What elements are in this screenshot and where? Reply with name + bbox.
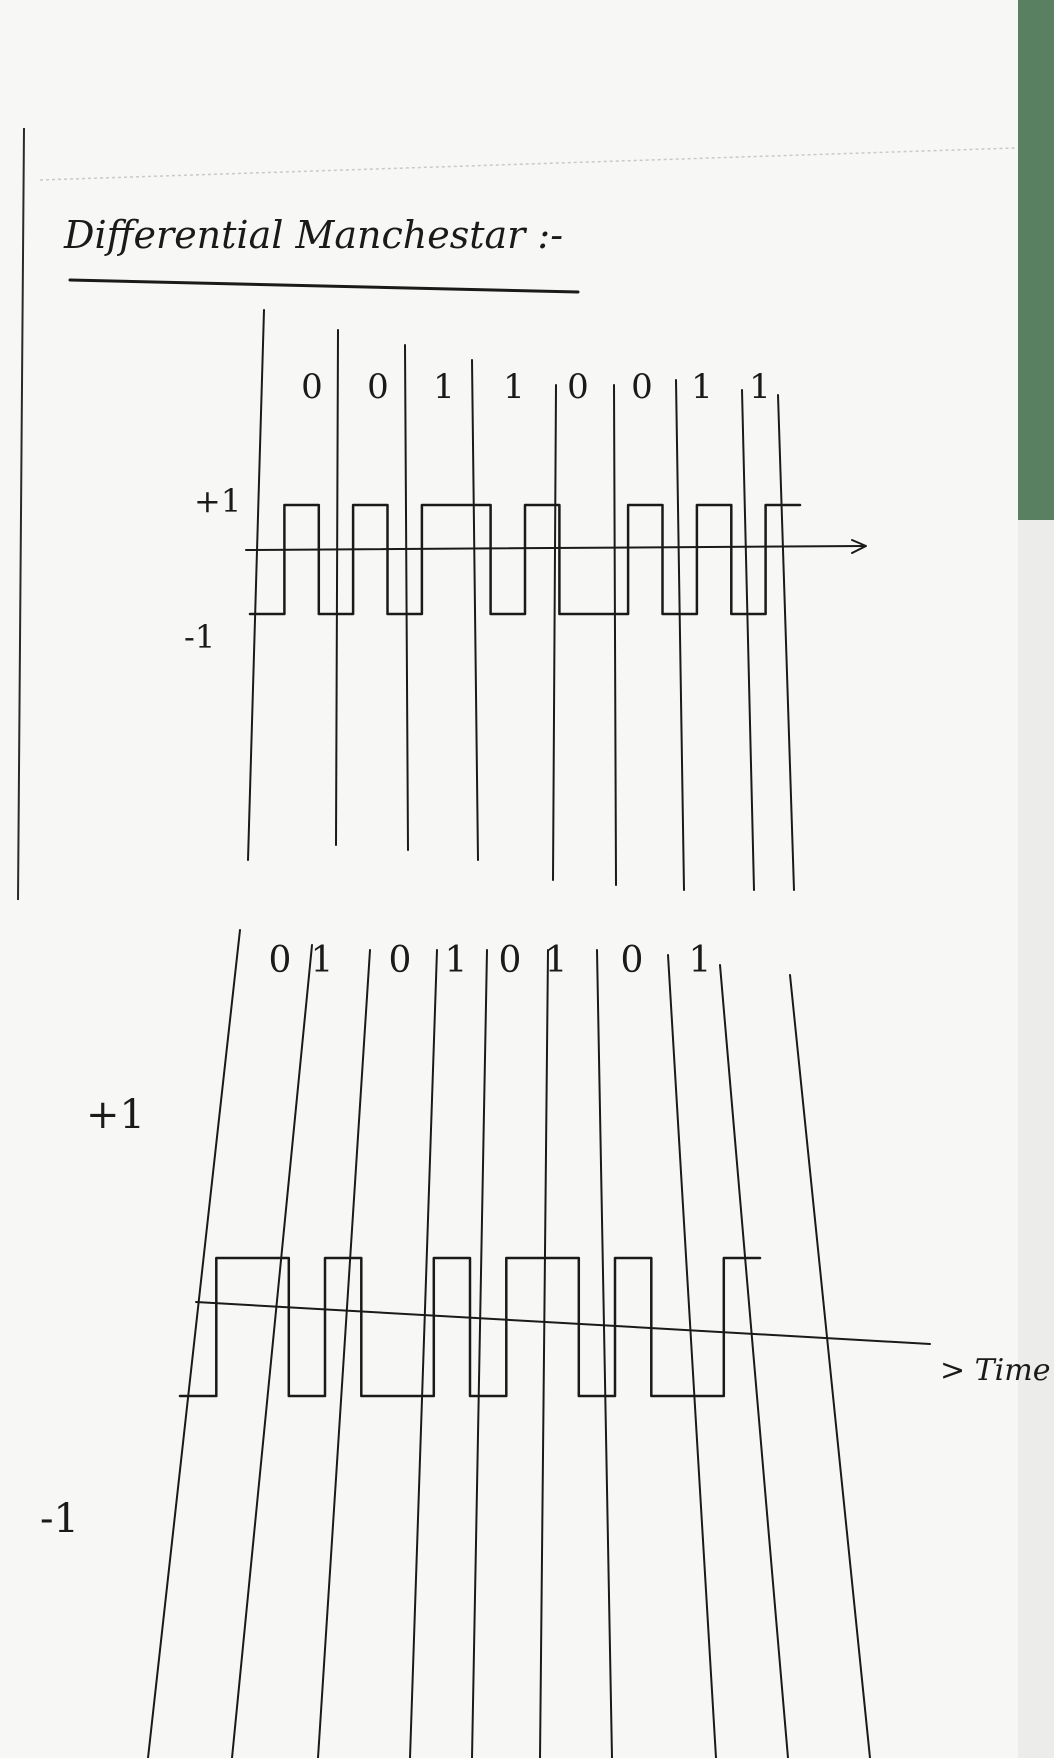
bottom-bit-boundary-line [596,949,613,1758]
title-underline [68,278,580,294]
bottom-bit-label: 0 [269,940,292,981]
top-bit-label: 0 [301,367,323,407]
bottom-bit-boundary-line [539,949,549,1758]
top-bit-boundary-line [552,384,557,881]
top-bit-boundary-line [777,394,795,891]
top-bit-boundary-line [247,309,265,861]
bottom-bit-boundary-line [147,929,241,1758]
top-bit-label: 1 [503,367,525,407]
bottom-bit-label: 1 [445,940,468,981]
top-axis-arrow-icon [851,539,867,554]
bottom-bit-boundary-line [231,944,313,1758]
top-signal-waveform [248,503,802,616]
top-bit-boundary-line [335,329,339,846]
bottom-bit-label: 0 [389,940,412,981]
bottom-bit-label: 0 [499,940,522,981]
top-y-minus-label: -1 [184,618,215,656]
top-bit-boundary-line [675,379,685,891]
top-bit-label: 1 [691,367,713,407]
top-bit-boundary-line [613,384,617,886]
page-title: Differential Manchestar :- [63,213,563,257]
page-edge-green [1018,0,1054,560]
bottom-y-plus-label: +1 [86,1092,145,1138]
bottom-bit-boundary-line [317,949,371,1758]
top-bit-label: 1 [433,367,455,407]
top-bit-label: 1 [749,367,771,407]
top-bit-boundary-line [404,344,409,851]
bottom-bit-label: 0 [621,940,644,981]
page-edge-white [1018,520,1054,1758]
top-bit-boundary-line [471,359,479,861]
top-bit-boundary-line [741,389,755,891]
bottom-bit-label: 1 [545,940,568,981]
bottom-bit-label: 1 [311,940,334,981]
top-y-plus-label: +1 [194,482,241,520]
margin-line [17,127,25,901]
bottom-bit-label: 1 [689,940,712,981]
bottom-bit-boundary-line [471,949,488,1758]
top-zero-axis [245,545,866,551]
bottom-bit-boundary-line [667,954,717,1758]
bottom-y-minus-label: -1 [40,1496,79,1542]
bottom-zero-axis [195,1301,931,1345]
top-bit-label: 0 [567,367,589,407]
top-bit-label: 0 [367,367,389,407]
bottom-bit-boundary-line [719,964,789,1758]
bottom-signal-waveform [178,1256,762,1398]
bottom-bit-boundary-line [789,974,871,1758]
bottom-bit-boundary-line [409,949,438,1758]
top-bit-label: 0 [631,367,653,407]
bottom-time-label: > Time [940,1353,1050,1388]
rule-line [39,147,1016,181]
